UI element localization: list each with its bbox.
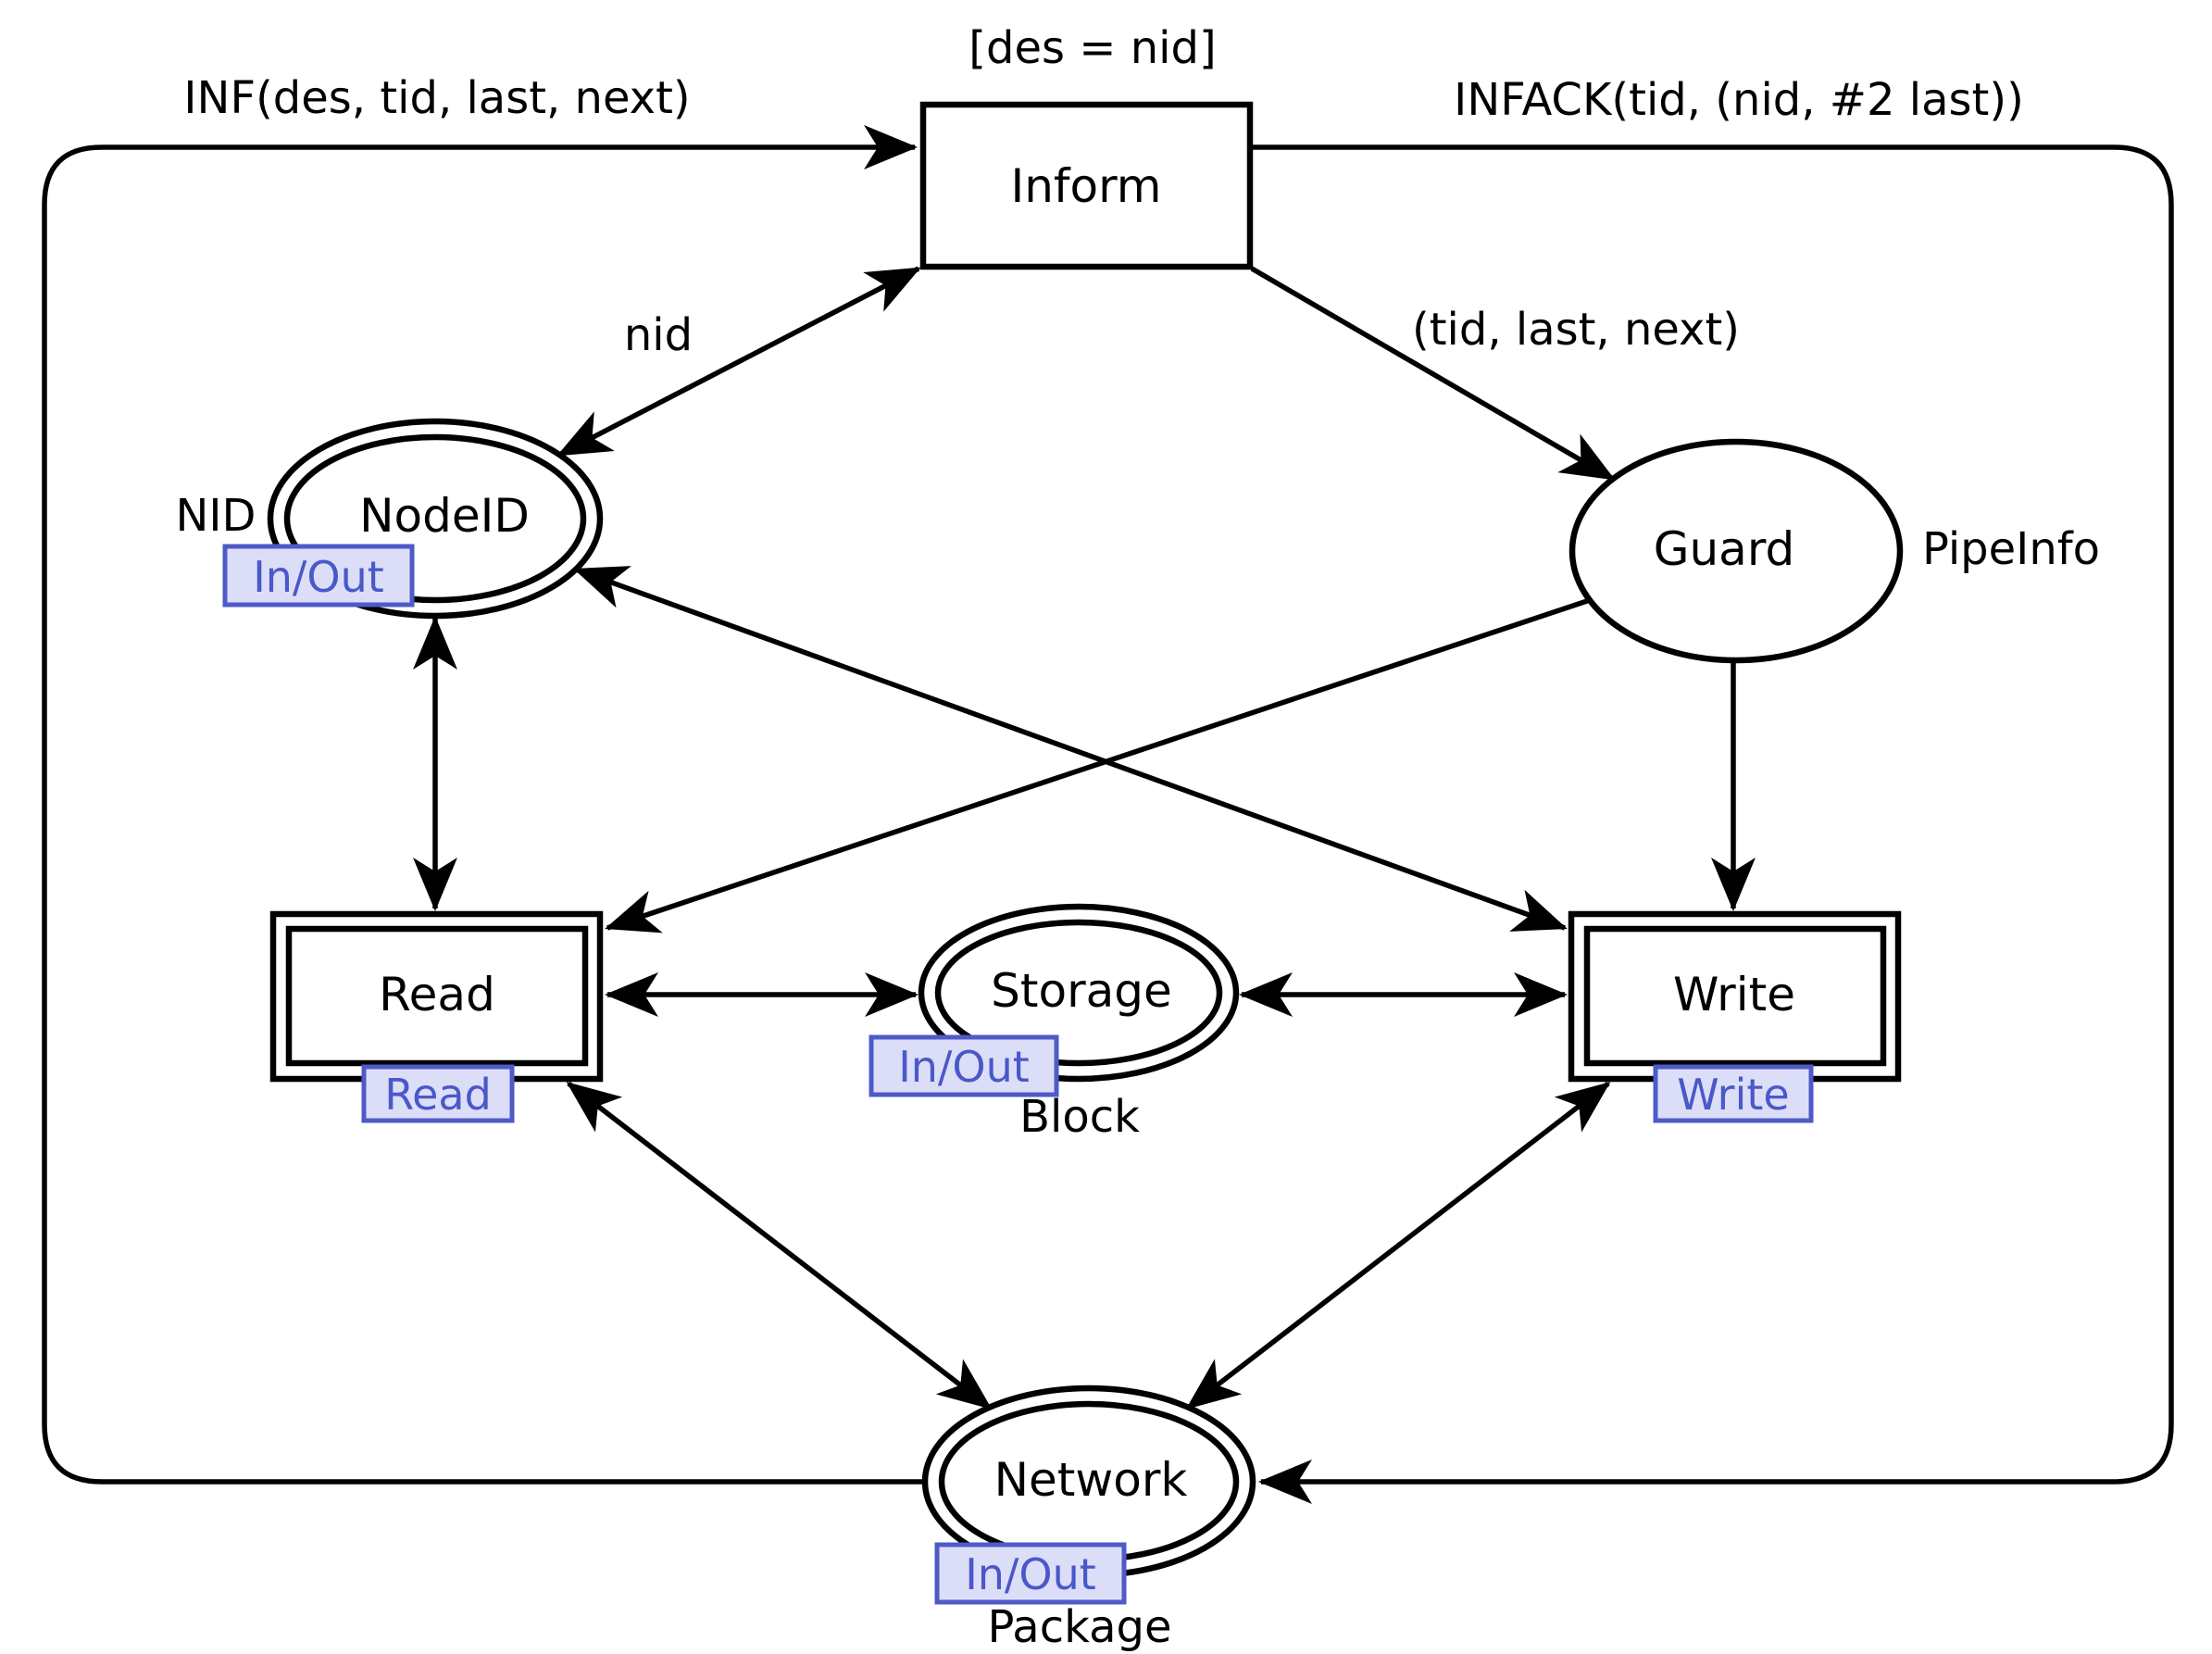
arc-nodeid-write[interactable]	[573, 566, 1568, 932]
place-nodeid-colorset: NID	[175, 490, 256, 542]
svg-text:In/Out: In/Out	[253, 552, 384, 602]
arc-read-network[interactable]	[566, 1081, 993, 1410]
transition-inform[interactable]: Inform	[919, 101, 1254, 270]
place-storage-colorset: Block	[1019, 1091, 1140, 1143]
arc-label-nid: nid	[624, 309, 693, 361]
transition-read[interactable]: Read	[269, 910, 604, 1083]
place-nodeid-port-tag[interactable]: In/Out	[222, 544, 415, 608]
arc-label-infack: INFACK(tid, (nid, #2 last))	[1454, 74, 2024, 126]
arc-inform-to-network[interactable]	[1252, 144, 2174, 1504]
place-network-port-tag[interactable]: In/Out	[934, 1542, 1127, 1605]
place-nodeid[interactable]: NodeID	[267, 418, 604, 620]
place-network-colorset: Package	[988, 1601, 1172, 1653]
place-guard-label: Guard	[1654, 522, 1795, 576]
place-storage-label: Storage	[991, 964, 1172, 1018]
place-guard-colorset: PipeInfo	[1922, 523, 2100, 575]
arc-label-tid: (tid, last, next)	[1412, 304, 1740, 356]
arc-label-inf: INF(des, tid, last, next)	[183, 72, 690, 124]
place-network-label: Network	[994, 1453, 1188, 1507]
arc-inform-guard[interactable]	[1250, 266, 1616, 482]
transition-inform-guard-inscription: [des = nid]	[969, 22, 1216, 74]
transition-inform-label: Inform	[1010, 159, 1161, 213]
svg-text:Write: Write	[1677, 1070, 1789, 1120]
arc-nodeid-inform[interactable]	[556, 266, 921, 457]
svg-text:In/Out: In/Out	[965, 1549, 1096, 1599]
arc-guard-read[interactable]	[605, 597, 1591, 934]
place-storage[interactable]: Storage	[918, 903, 1240, 1083]
svg-text:Read: Read	[384, 1070, 492, 1120]
transition-write-subpage-tag[interactable]: Write	[1653, 1064, 1814, 1123]
transition-read-subpage-tag[interactable]: Read	[361, 1064, 515, 1123]
place-guard[interactable]: Guard	[1568, 438, 1904, 664]
svg-text:In/Out: In/Out	[898, 1042, 1030, 1092]
transition-read-label: Read	[379, 968, 495, 1021]
transition-write[interactable]: Write	[1568, 910, 1902, 1083]
place-nodeid-label: NodeID	[359, 489, 530, 543]
transition-write-label: Write	[1673, 968, 1795, 1021]
arc-network-to-inform[interactable]	[42, 125, 925, 1485]
arc-write-network[interactable]	[1185, 1081, 1611, 1410]
place-storage-port-tag[interactable]: In/Out	[869, 1034, 1059, 1097]
